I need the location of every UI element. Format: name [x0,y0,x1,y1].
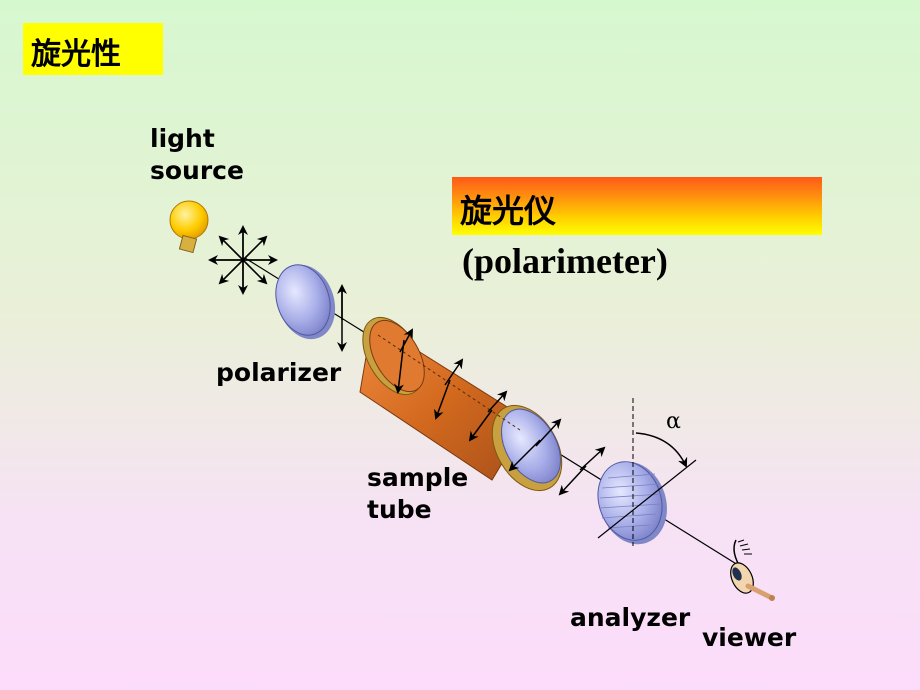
label-light-source-line1: light [150,124,215,153]
label-sample-tube-line2: tube [367,495,432,524]
label-light-source: light source [150,123,244,187]
unpolarized-light-icon [208,225,278,295]
label-light-source-line2: source [150,156,244,185]
angle-alpha: α [666,409,681,434]
label-sample-tube-line1: sample [367,463,469,492]
eye-icon [730,539,775,601]
slide-title-box: 旋光性 [23,23,163,75]
polarimeter-title-box: 旋光仪 [452,177,822,235]
label-polarizer: polarizer [216,358,342,387]
slide-title: 旋光性 [31,37,121,72]
rotation-angle-arc [635,432,688,468]
label-analyzer: analyzer [570,603,691,632]
light-bulb-icon [169,200,209,254]
rotated-arrow-down [558,465,587,496]
polarimeter-title-cn: 旋光仪 [460,192,557,230]
label-viewer: viewer [702,623,797,652]
polarizer-disc [275,264,336,340]
analyzer-axis [597,459,697,539]
rotated-arrow-up [579,446,606,471]
label-sample-tube: sample tube [367,462,468,526]
polarization-arrows-in-tube [393,328,562,472]
sample-tube [359,317,563,492]
polarimeter-title-en: (polarimeter) [462,241,668,281]
